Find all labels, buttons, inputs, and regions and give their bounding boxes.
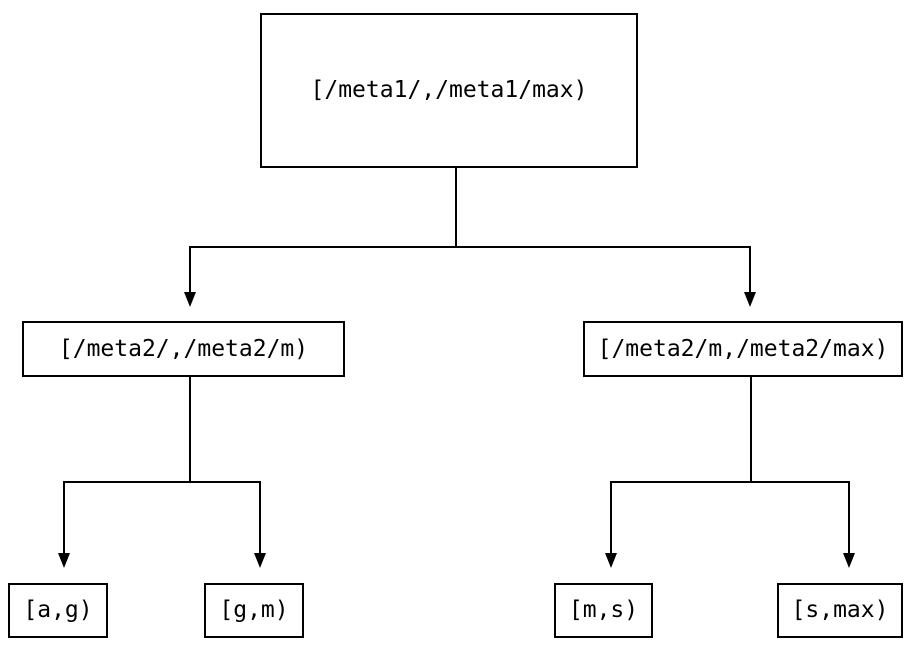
tree-leaf-ag: [a,g) [8,583,108,638]
arrowhead-down-icon [58,553,70,568]
tree-leaf-gm: [g,m) [204,583,304,638]
tree-leaf-ms: [m,s) [554,583,653,638]
tree-leaf-ms-label: [m,s) [568,597,639,623]
tree-leaf-smax: [s,max) [777,583,903,638]
edge-root-stem [455,168,457,248]
tree-leaf-gm-label: [g,m) [219,597,289,623]
tree-node-meta2-right: [/meta2/m,/meta2/max) [583,321,903,377]
arrowhead-down-icon [605,553,617,568]
tree-node-meta2-right-label: [/meta2/m,/meta2/max) [597,335,889,362]
edge-right-crossbar [610,481,850,483]
edge-right-stem [750,377,752,482]
edge-root-to-right-drop [749,246,751,292]
edge-left-stem [189,377,191,482]
edge-root-to-left-drop [189,246,191,292]
tree-node-meta2-left: [/meta2/,/meta2/m) [22,321,345,377]
tree-leaf-ag-label: [a,g) [23,597,93,623]
tree-node-root-label: [/meta1/,/meta1/max) [310,77,588,103]
edge-root-crossbar [189,246,751,248]
edge-right-to-leaf-ms-drop [610,481,612,553]
edge-left-to-leaf-ag-drop [63,481,65,553]
edge-right-to-leaf-smax-drop [848,481,850,553]
arrowhead-down-icon [843,553,855,568]
arrowhead-down-icon [184,292,196,307]
tree-node-meta2-left-label: [/meta2/,/meta2/m) [58,335,309,362]
tree-node-root: [/meta1/,/meta1/max) [260,13,638,168]
edge-left-crossbar [63,481,261,483]
tree-leaf-smax-label: [s,max) [791,597,889,623]
edge-left-to-leaf-gm-drop [259,481,261,553]
arrowhead-down-icon [744,292,756,307]
arrowhead-down-icon [254,553,266,568]
